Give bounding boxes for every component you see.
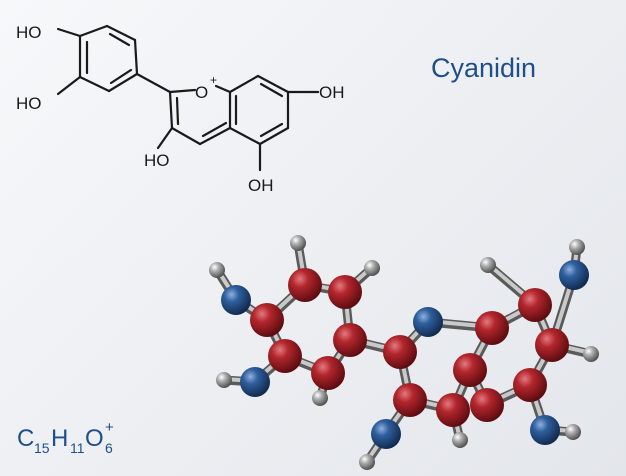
carbon-atom-c10 [393,383,427,417]
carbon-atom-c5 [311,356,345,390]
oxygen-atom-o1 [413,307,443,337]
formula-carbon: C [17,425,34,452]
skeletal-formula [56,24,320,172]
carbon-atom-c9 [436,393,470,427]
hydrogen-atom-h8 [216,372,232,388]
hydrogen-atom-h5 [583,346,599,362]
ring-oxygen-label: O [195,83,208,102]
carbon-atom-c7 [383,335,417,369]
ball-and-stick-model [209,235,599,470]
formula-hydrogen-count: 11 [70,440,85,456]
carbon-atom-c14 [513,368,547,402]
hydrogen-atom-h11 [565,424,581,440]
oxygen-atom-o6 [530,415,560,445]
oxygen-atom-o2 [221,285,251,315]
hydrogen-atom-h10 [569,239,585,255]
carbon-atom-c8 [453,353,487,387]
oxygen-atom-o3 [240,367,270,397]
carbon-atom-c1 [250,303,284,337]
hydroxyl-label-left: HO [16,94,42,113]
carbon-atom-c4 [333,323,367,357]
hydroxyl-label-ring-c: HO [144,151,170,170]
carbon-atom-c15 [470,388,504,422]
carbon-atom-c6 [268,339,302,373]
hydroxyl-label-right: OH [319,83,345,102]
carbon-atom-c13 [535,328,569,362]
hydrogen-atom-h6 [452,432,468,448]
carbon-atom-c2 [288,268,322,302]
hydrogen-atom-h7 [209,262,225,278]
hydroxyl-label-bottom: OH [248,176,274,195]
atom-group [209,235,599,470]
molecular-formula: C 15 H 11 O 6 + [17,419,114,456]
hydrogen-atom-h1 [290,235,306,251]
hydrogen-atom-h4 [480,257,496,273]
carbon-atom-c11 [475,311,509,345]
hydrogen-atom-h3 [312,390,328,406]
oxygen-atom-o4 [371,419,401,449]
ring-oxygen-charge: + [210,73,217,87]
formula-oxygen-count: 6 [105,440,113,456]
compound-title: Cyanidin [431,53,536,83]
formula-oxygen: O [85,425,104,452]
carbon-atom-c12 [518,288,552,322]
formula-charge: + [105,419,114,436]
carbon-atom-c3 [328,275,362,309]
hydrogen-atom-h2 [364,260,380,276]
oxygen-atom-o5 [559,260,589,290]
formula-hydrogen: H [51,425,68,452]
formula-carbon-count: 15 [34,440,50,456]
hydrogen-atom-h9 [359,454,375,470]
hydroxyl-label-top-left: HO [16,23,42,42]
